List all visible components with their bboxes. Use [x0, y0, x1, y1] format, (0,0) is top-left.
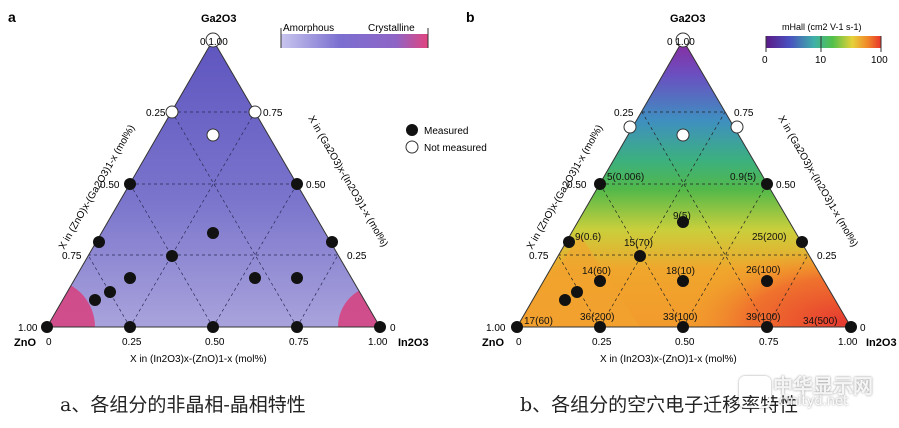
watermark-logo-icon [739, 376, 771, 408]
watermark: 中华显示网 cinityd.net [739, 370, 889, 412]
panel-b-top-tick: 0 1.00 [667, 37, 695, 48]
panel-a-left-ticks: 0.25 0.50 0.75 1.00 [18, 108, 166, 334]
svg-text:0: 0 [516, 337, 522, 348]
panel-a-points [41, 32, 386, 333]
svg-text:0.25: 0.25 [614, 108, 634, 119]
panel-a-legend: Measured Not measured [405, 124, 487, 154]
panel-b-apex-right: In2O3 [866, 337, 897, 349]
svg-text:0.75: 0.75 [289, 337, 309, 348]
svg-text:0: 0 [762, 55, 768, 66]
panel-b-colorbar: mHall (cm2 V-1 s-1) 0 10 100 [762, 22, 888, 66]
panel-a-bottom-axis-label: X in (In2O3)x-(ZnO)1-x (mol%) [130, 354, 267, 365]
panel-a-caption: a、各组分的非晶相-晶相特性 [60, 394, 306, 416]
panel-a-apex-left: ZnO [14, 337, 36, 349]
panel-a-apex-top: Ga2O3 [201, 13, 236, 25]
svg-text:0.75: 0.75 [529, 251, 549, 262]
svg-text:100: 100 [871, 55, 888, 66]
panel-a-grid [87, 111, 339, 327]
panel-b-caption: b、各组分的空穴电子迁移率特性 [520, 394, 798, 416]
panel-b-left-ticks: 0.25 0.50 0.75 1.00 [486, 108, 634, 334]
panel-b-grid [557, 111, 809, 327]
panel-b-label: b [466, 9, 475, 25]
point-label: 36(200) [580, 312, 614, 323]
svg-text:0: 0 [390, 323, 396, 334]
svg-text:0.50: 0.50 [205, 337, 225, 348]
point-label: 0.9(5) [730, 172, 756, 183]
svg-text:0.75: 0.75 [62, 251, 82, 262]
svg-text:0.50: 0.50 [675, 337, 695, 348]
panel-a-right-ticks: 0.75 0.50 0.25 0 [263, 108, 396, 334]
panel-b: b [466, 9, 897, 416]
watermark-brand: 中华显示网 [773, 374, 873, 398]
panel-b-apex-left: ZnO [482, 337, 504, 349]
point-label: 9(0.6) [575, 232, 601, 243]
svg-text:0.25: 0.25 [817, 251, 837, 262]
point-label: 34(500) [803, 316, 837, 327]
svg-text:0.50: 0.50 [776, 180, 796, 191]
svg-text:0: 0 [860, 323, 866, 334]
svg-text:0.25: 0.25 [592, 337, 612, 348]
point-label: 9(5) [673, 211, 691, 222]
svg-text:1.00: 1.00 [368, 337, 388, 348]
panel-a-label: a [8, 9, 16, 25]
panel-a-top-tick: 0 1.00 [200, 37, 228, 48]
svg-text:1.00: 1.00 [486, 323, 506, 334]
svg-text:10: 10 [815, 55, 827, 66]
panel-a: a [8, 9, 487, 416]
svg-text:0.25: 0.25 [347, 251, 367, 262]
watermark-url: cinityd.net [779, 394, 849, 409]
svg-text:0: 0 [46, 337, 52, 348]
panel-b-apex-top: Ga2O3 [670, 13, 705, 25]
colorbar-amorphous-label: Amorphous [283, 23, 334, 34]
panel-a-bottom-ticks: 0 0.25 0.50 0.75 1.00 [46, 337, 388, 348]
svg-text:1.00: 1.00 [18, 323, 38, 334]
colorbar-title: mHall (cm2 V-1 s-1) [782, 22, 862, 32]
point-label: 17(60) [524, 316, 553, 327]
panel-b-point-labels: 5(0.006) 0.9(5) 9(5) 9(0.6) 15(70) 25(20… [524, 172, 837, 327]
panel-a-colorbar: Amorphous Crystalline [280, 23, 429, 48]
point-label: 15(70) [624, 238, 653, 249]
panel-a-apex-right: In2O3 [398, 337, 429, 349]
point-label: 5(0.006) [607, 172, 644, 183]
svg-text:0.50: 0.50 [306, 180, 326, 191]
panel-b-right-ticks: 0.75 0.50 0.25 0 [734, 108, 866, 334]
legend-not-measured: Not measured [424, 143, 487, 154]
colorbar-crystalline-label: Crystalline [368, 23, 415, 34]
svg-text:0.25: 0.25 [146, 108, 166, 119]
svg-text:1.00: 1.00 [838, 337, 858, 348]
svg-text:0.50: 0.50 [100, 180, 120, 191]
svg-text:0.75: 0.75 [734, 108, 754, 119]
svg-text:0.75: 0.75 [263, 108, 283, 119]
svg-text:0.50: 0.50 [567, 180, 587, 191]
panel-b-bottom-axis-label: X in (In2O3)x-(ZnO)1-x (mol%) [600, 354, 737, 365]
panel-b-bottom-ticks: 0 0.25 0.50 0.75 1.00 [516, 337, 858, 348]
point-label: 14(60) [582, 266, 611, 277]
point-label: 33(100) [663, 312, 697, 323]
legend-measured: Measured [424, 126, 468, 137]
point-label: 39(100) [746, 312, 780, 323]
panel-a-crystalline-regions [47, 279, 380, 327]
svg-text:0.75: 0.75 [759, 337, 779, 348]
panel-b-points [511, 32, 857, 333]
point-label: 26(100) [746, 265, 780, 276]
svg-text:0.25: 0.25 [122, 337, 142, 348]
point-label: 18(10) [666, 266, 695, 277]
point-label: 25(200) [752, 232, 786, 243]
